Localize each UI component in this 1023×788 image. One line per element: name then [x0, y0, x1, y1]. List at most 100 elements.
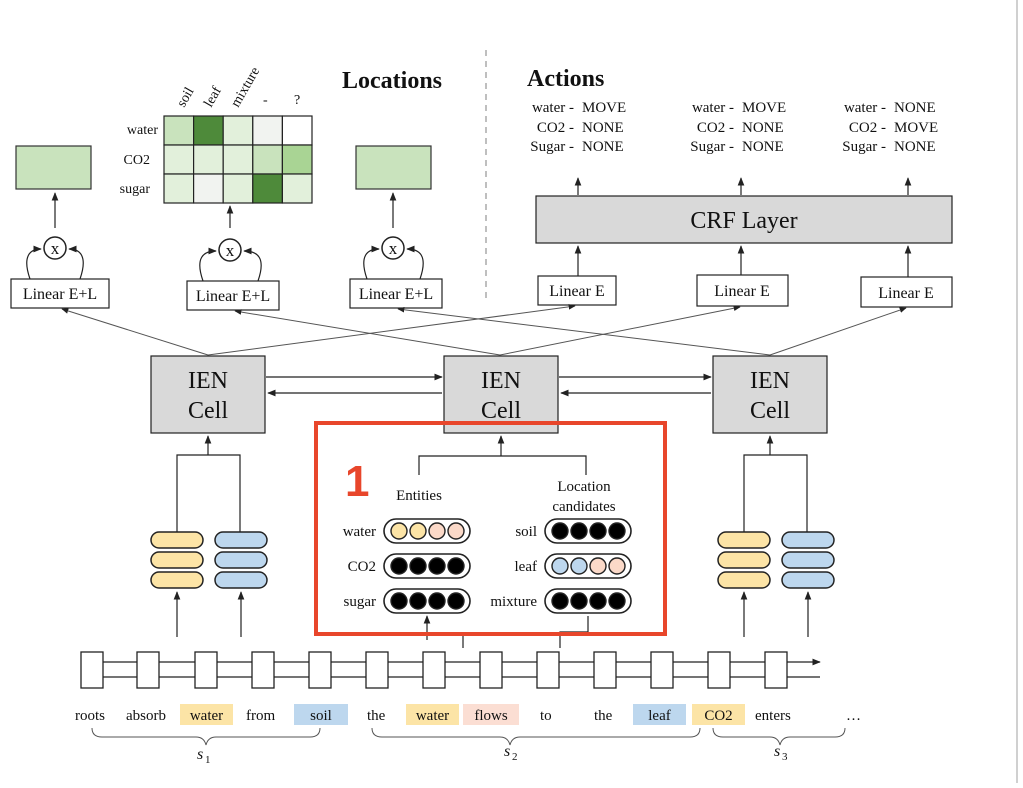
sentence-subscript: 3: [782, 751, 788, 763]
ien-cell-2: IEN Cell: [443, 355, 559, 434]
sentence-label: s: [197, 746, 203, 763]
token-highlight: [180, 704, 233, 725]
heatmap-cell: [193, 173, 224, 204]
location-vector-dot: [608, 557, 626, 575]
location-vector-dot: [570, 557, 588, 575]
token: roots: [75, 708, 105, 724]
heatmap-col-label: ?: [294, 93, 300, 108]
lstm-cell: [479, 651, 503, 689]
heatmap-cell: [163, 173, 195, 204]
entities-title: Entities: [396, 488, 442, 504]
linear-el-label: Linear E+L: [359, 286, 433, 303]
linear-e-box-1: Linear E: [537, 275, 617, 306]
linear-e-box-2: Linear E: [696, 274, 789, 307]
multiply-node-3: x: [363, 236, 424, 280]
lstm-cell: [650, 651, 674, 689]
action-value: NONE: [582, 139, 624, 155]
entity-vector-dot: [390, 522, 408, 540]
ien-cell-label: Cell: [750, 398, 790, 424]
token: the: [594, 708, 613, 724]
linear-e-label: Linear E: [549, 283, 605, 300]
sentence-subscript: 2: [512, 751, 518, 763]
heatmap-cell: [193, 144, 224, 175]
sentence-label: s: [774, 743, 780, 760]
location-label: leaf: [515, 559, 537, 575]
location-candidates-title: Location: [557, 479, 611, 495]
multiply-node-2: x: [199, 238, 262, 282]
location-output-3: [355, 145, 432, 190]
location-vector: [544, 518, 632, 544]
entity-label: sugar: [344, 594, 377, 610]
token: enters: [755, 708, 791, 724]
embedding-stack-3: [717, 531, 835, 589]
lstm-cell: [194, 651, 218, 689]
sentence-label: s: [504, 743, 510, 760]
token: water: [416, 708, 449, 724]
entity-vector-dot: [428, 592, 446, 610]
heatmap-col-label: soil: [174, 85, 197, 110]
lstm-cell: [536, 651, 560, 689]
cell-to-linear-connections: [61, 304, 907, 356]
heatmap-cell: [252, 144, 284, 175]
token: water: [190, 708, 223, 724]
action-value: MOVE: [582, 100, 626, 116]
lstm-cell: [422, 651, 446, 689]
action-entity: Sugar -: [690, 139, 734, 155]
lstm-cell: [251, 651, 275, 689]
heatmap-cell: [252, 115, 284, 146]
action-value: NONE: [894, 100, 936, 116]
action-outputs: water - MOVE CO2 - NONE Sugar - NONE wat…: [530, 100, 938, 155]
location-heatmap: water CO2 sugar soil leaf mixture - ?: [120, 65, 313, 204]
action-entity: CO2 -: [849, 120, 886, 136]
linear-el-box-2: Linear E+L: [186, 280, 280, 311]
token: soil: [310, 708, 332, 724]
action-entity: water -: [532, 100, 574, 116]
ien-cell-label: IEN: [750, 368, 790, 394]
lstm-cell: [365, 651, 389, 689]
entity-vector-dot: [428, 522, 446, 540]
heatmap-cell: [222, 115, 254, 146]
entity-vector-dot: [390, 557, 408, 575]
sentence-subscript: 1: [205, 754, 211, 766]
action-value: NONE: [742, 139, 784, 155]
entity-vector-dot: [447, 522, 465, 540]
entity-vector-dot: [390, 592, 408, 610]
action-entity: Sugar -: [530, 139, 574, 155]
token: from: [246, 708, 275, 724]
linear-e-box-3: Linear E: [860, 276, 953, 308]
linear-e-label: Linear E: [878, 285, 934, 302]
lstm-cell: [707, 651, 731, 689]
heatmap-cell: [252, 173, 284, 204]
entity-vector-dot: [409, 557, 427, 575]
location-vector: [544, 588, 632, 614]
linear-e-label: Linear E: [714, 283, 770, 300]
action-value: MOVE: [894, 120, 938, 136]
crf-layer: CRF Layer: [535, 195, 953, 244]
token-highlight: [294, 704, 348, 725]
multiply-icon: x: [51, 239, 60, 258]
entity-vector-dot: [447, 557, 465, 575]
location-vector-dot: [589, 592, 607, 610]
entity-vector-dot: [409, 592, 427, 610]
token: absorb: [126, 708, 166, 724]
heatmap-cell: [281, 115, 313, 146]
multiply-icon: x: [389, 239, 398, 258]
highlight-number: 1: [345, 457, 369, 506]
token-highlight: [633, 704, 686, 725]
heatmap-cell: [222, 173, 254, 204]
heatmap-cell: [163, 144, 195, 175]
crf-layer-label: CRF Layer: [690, 208, 797, 234]
ien-cell-label: IEN: [481, 368, 521, 394]
location-label: soil: [515, 524, 537, 540]
entity-vector: [383, 553, 471, 579]
heatmap-cell: [281, 173, 313, 204]
token-highlight: [692, 704, 745, 725]
location-vector: [544, 553, 632, 579]
heatmap-row-label: water: [127, 123, 158, 138]
token: the: [367, 708, 386, 724]
ien-cell-label: Cell: [188, 398, 228, 424]
action-value: NONE: [582, 120, 624, 136]
heatmap-cell: [193, 115, 224, 146]
entity-vector: [383, 518, 471, 544]
